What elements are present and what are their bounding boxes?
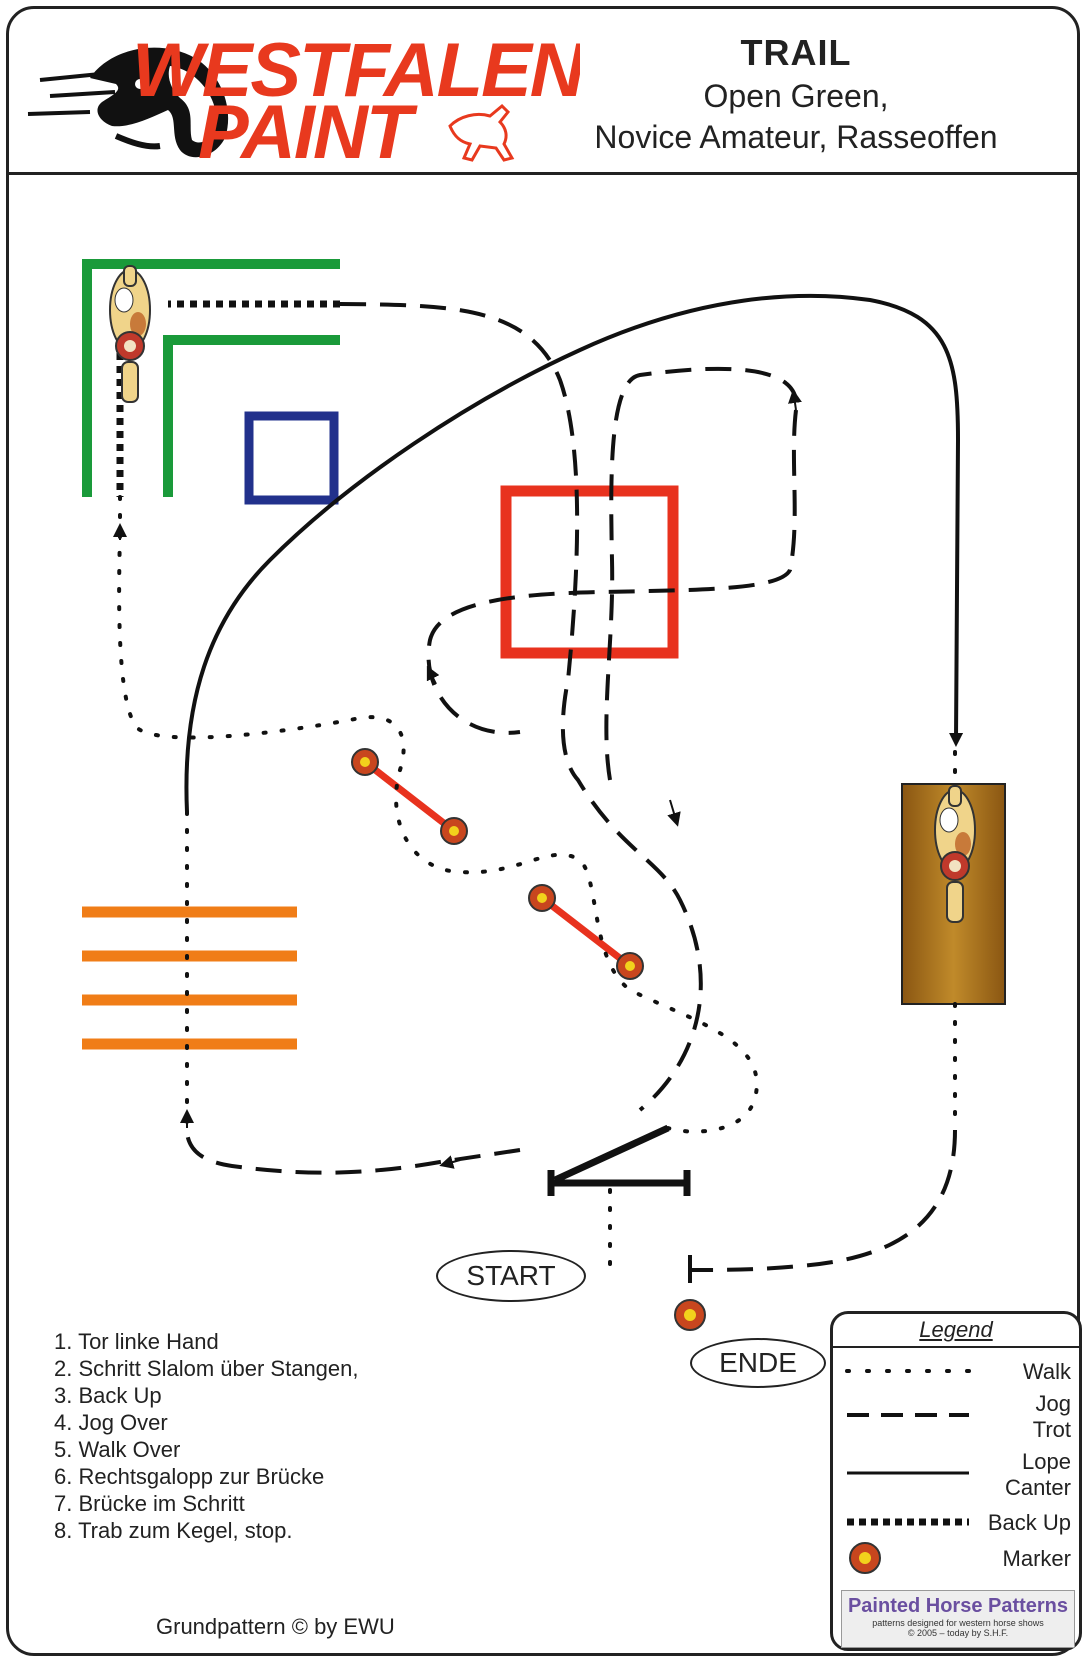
cone-marker-icon [849,1542,881,1574]
legend-backup-label: Back Up [987,1510,1071,1535]
jog-arrow-4 [426,665,440,685]
legend-jog-label: Jog [1035,1391,1071,1416]
legend-title: Legend [919,1317,993,1342]
legend-trot-label: Trot [1032,1417,1071,1442]
cone-marker-icon [351,748,379,776]
legend-lope-label: Lope [1022,1449,1071,1474]
subtitle-line-1: Open Green, [703,78,889,114]
logo-text-line1: WESTFALEN [132,28,580,113]
horse-topview-icon [934,785,976,923]
step-item: 2. Schritt Slalom über Stangen, [54,1356,359,1381]
badge-tagline: patterns designed for western horse show… [872,1618,1044,1628]
header-divider [8,172,1080,175]
step-item: 7. Brücke im Schritt [54,1491,245,1516]
cone-marker-icon [440,817,468,845]
running-horse-icon [448,103,515,162]
steps-list: 1. Tor linke Hand 2. Schritt Slalom über… [54,1328,359,1544]
legend-walk-label: Walk [1022,1359,1071,1384]
step-item: 3. Back Up [54,1383,162,1408]
jog-path [184,302,957,1272]
step-item: 1. Tor linke Hand [54,1329,219,1354]
step-item: 6. Rechtsgalopp zur Brücke [54,1464,325,1489]
walk-path [117,495,957,1272]
backup-path [116,300,340,497]
subtitle-line-2: Novice Amateur, Rasseoffen [594,119,998,155]
legend-canter-label: Canter [1004,1475,1071,1500]
step-item: 4. Jog Over [54,1410,168,1435]
legend: Legend Walk Jog Trot Lope Canter Back Up… [830,1311,1082,1651]
logo-text-line2: PAINT [198,90,418,168]
step-item: 8. Trab zum Kegel, stop. [54,1518,293,1543]
cone-marker-icon [616,952,644,980]
painted-horse-patterns-badge: Painted Horse Patterns patterns designed… [841,1590,1075,1648]
page-frame [6,6,1080,1656]
logo: WESTFALEN PAINT [27,28,580,168]
legend-marker-label: Marker [1002,1546,1071,1571]
logo-speed-lines [27,72,116,116]
badge-name: Painted Horse Patterns [847,1595,1069,1617]
title-block: TRAIL Open Green, Novice Amateur, Rasseo… [536,32,1056,156]
jog-arrow-2 [439,1155,461,1169]
lope-path [184,293,964,813]
page-title: TRAIL [740,32,852,73]
gate-l-obstacle [82,259,340,497]
cone-marker-icon [528,884,556,912]
end-label: ENDE [690,1338,826,1388]
horse-topview-icon [109,265,151,403]
horse-head-icon [90,47,229,158]
red-box-obstacle [500,485,679,659]
cone-marker-icon [674,1299,706,1331]
jog-arrow-3 [788,389,802,411]
jog-arrow-1 [667,799,681,827]
start-label: START [436,1250,586,1302]
badge-credit: © 2005 – today by S.H.F. [907,1628,1009,1638]
copyright: Grundpattern © by EWU [156,1614,395,1639]
start-gate [547,1124,691,1196]
ground-poles-obstacle [82,906,297,1050]
step-item: 5. Walk Over [54,1437,181,1462]
legend-swatches [845,1369,971,1574]
legend-divider [833,1346,1079,1348]
slalom-poles [362,759,633,969]
blue-box-obstacle [244,411,339,505]
